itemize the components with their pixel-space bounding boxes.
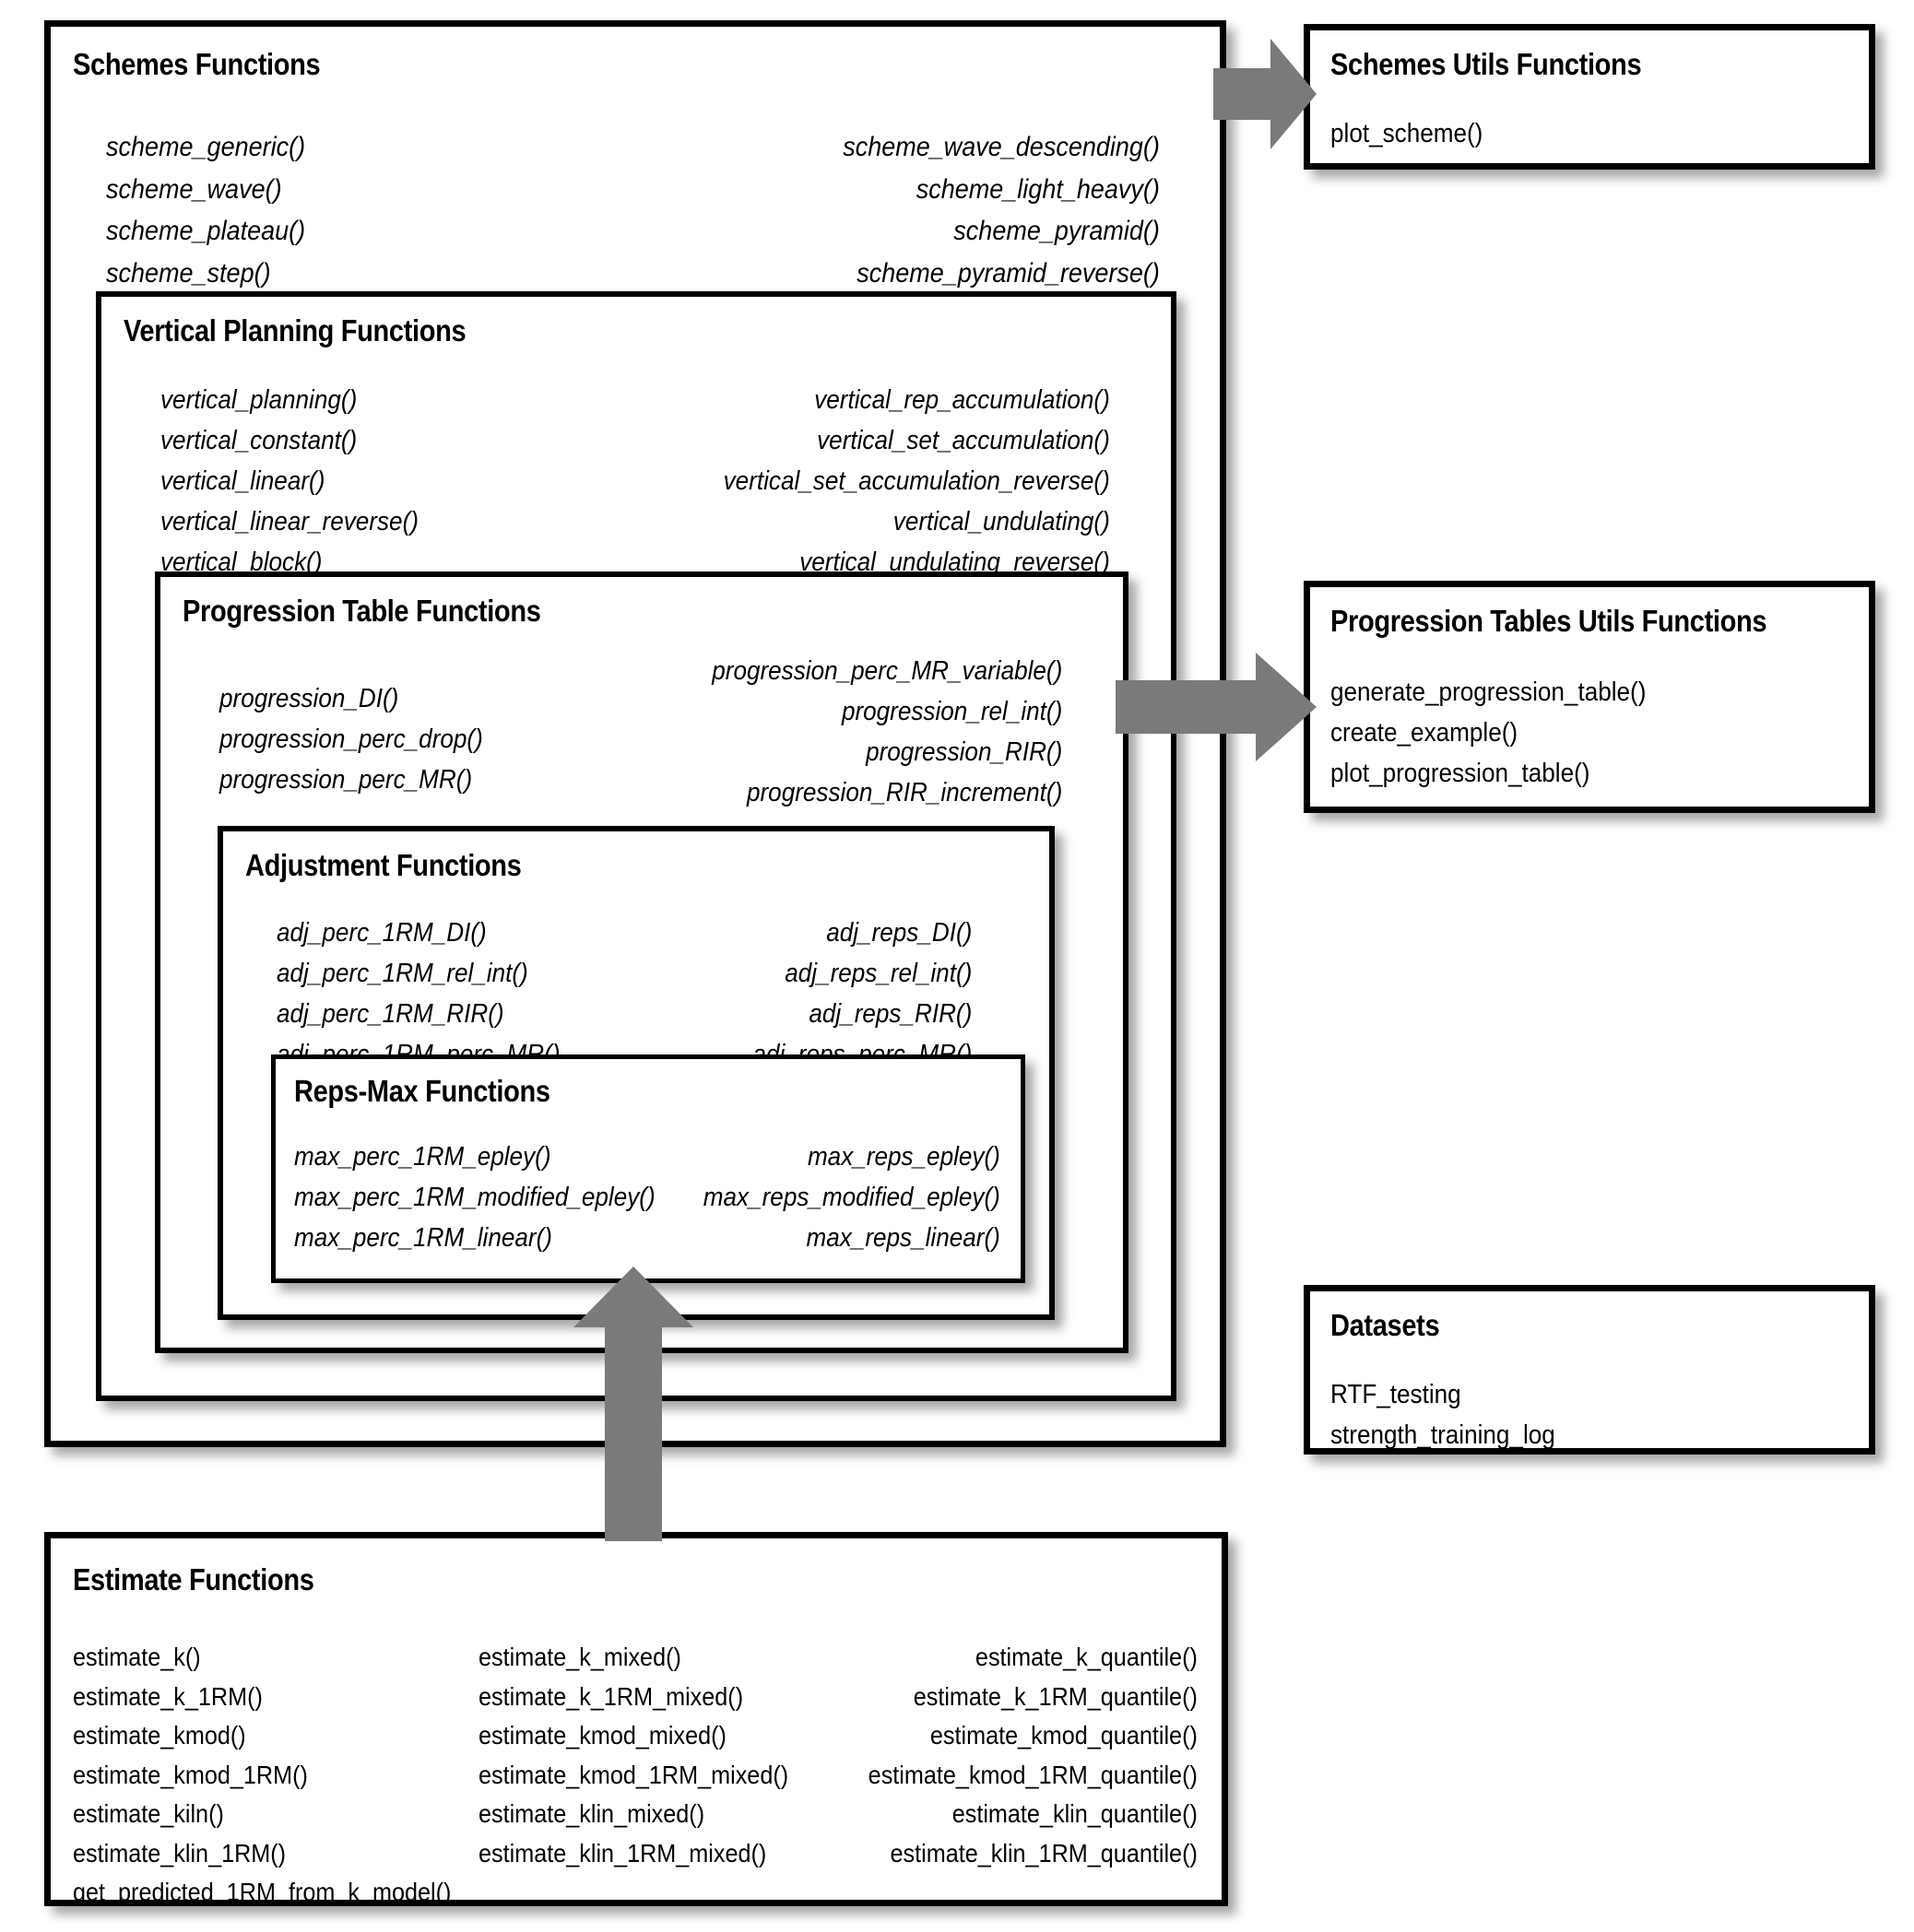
function-name: vertical_constant() — [160, 426, 358, 456]
reps-max-functions-box: Reps-Max Functions max_perc_1RM_epley() … — [271, 1054, 1025, 1283]
function-name: max_perc_1RM_linear() — [294, 1223, 552, 1254]
function-name: estimate_klin_quantile() — [951, 1799, 1198, 1829]
function-name: estimate_klin_1RM() — [73, 1838, 287, 1867]
function-name: estimate_k_quantile() — [975, 1643, 1198, 1671]
function-name: estimate_kmod_1RM_mixed() — [478, 1760, 789, 1789]
function-name: vertical_planning() — [160, 385, 358, 415]
function-name: estimate_k_1RM() — [73, 1681, 263, 1711]
function-name: get_predicted_1RM_from_k_model() — [73, 1878, 452, 1907]
progression-tables-utils-functions-title: Progression Tables Utils Functions — [1330, 604, 1767, 638]
schemes-utils-items: plot_scheme() — [1330, 113, 1500, 154]
function-name: estimate_kmod_1RM_quantile() — [868, 1760, 1198, 1789]
function-name: max_reps_epley() — [808, 1142, 1000, 1172]
function-name: adj_reps_RIR() — [809, 999, 972, 1030]
function-name: adj_perc_1RM_rel_int() — [277, 959, 528, 989]
dataset-name: RTF_testing — [1330, 1380, 1461, 1409]
function-name: progression_RIR() — [865, 737, 1062, 768]
function-name: estimate_klin_mixed() — [478, 1799, 705, 1829]
function-name: vertical_linear() — [160, 466, 325, 497]
function-name: adj_perc_1RM_DI() — [277, 918, 487, 948]
estimate-column-3: estimate_k_quantile() estimate_k_1RM_qua… — [832, 1638, 1198, 1873]
progression-table-left-column: progression_DI() progression_perc_drop()… — [219, 678, 513, 800]
function-name: estimate_klin_1RM_quantile() — [890, 1838, 1198, 1867]
function-name: scheme_wave_descending() — [843, 132, 1160, 162]
reps-max-right-column: max_reps_epley() max_reps_modified_epley… — [670, 1137, 1000, 1258]
function-name: scheme_wave() — [106, 173, 282, 205]
schemes-functions-right-column: scheme_wave_descending() scheme_light_he… — [808, 126, 1160, 336]
function-name: progression_perc_drop() — [219, 724, 483, 755]
progression-tables-utils-items: generate_progression_table() create_exam… — [1330, 672, 1681, 794]
estimate-functions-box: Estimate Functions estimate_k() estimate… — [44, 1532, 1228, 1906]
arrow-estimate-to-reps-max — [573, 1266, 693, 1541]
arrow-schemes-to-schemes-utils — [1213, 31, 1317, 157]
function-name: max_perc_1RM_epley() — [294, 1142, 551, 1172]
estimate-column-2: estimate_k_mixed() estimate_k_1RM_mixed(… — [478, 1638, 822, 1873]
function-name: estimate_kmod_mixed() — [478, 1721, 727, 1750]
function-name: scheme_step() — [106, 257, 271, 289]
progression-table-functions-title: Progression Table Functions — [183, 594, 541, 628]
function-name: plot_progression_table() — [1330, 759, 1590, 789]
function-name: vertical_linear_reverse() — [160, 507, 419, 537]
adjustment-functions-title: Adjustment Functions — [245, 848, 522, 882]
schemes-utils-functions-box: Schemes Utils Functions plot_scheme() — [1304, 24, 1875, 170]
function-name: scheme_generic() — [106, 132, 306, 162]
function-name: estimate_klin_1RM_mixed() — [478, 1838, 767, 1867]
progression-table-right-column: progression_perc_MR_variable() progressi… — [673, 651, 1062, 813]
function-name: vertical_rep_accumulation() — [814, 385, 1110, 415]
function-name: vertical_set_accumulation() — [817, 426, 1110, 456]
datasets-box: Datasets RTF_testing strength_training_l… — [1304, 1285, 1875, 1455]
schemes-utils-functions-title: Schemes Utils Functions — [1330, 47, 1642, 81]
function-name: estimate_kmod_1RM() — [73, 1760, 308, 1789]
datasets-items: RTF_testing strength_training_log — [1330, 1374, 1580, 1455]
function-name: adj_reps_DI() — [825, 918, 972, 948]
adjustment-right-column: adj_reps_DI() adj_reps_rel_int() adj_rep… — [728, 913, 972, 1075]
function-name: plot_scheme() — [1330, 119, 1483, 148]
function-name: vertical_set_accumulation_reverse() — [723, 466, 1110, 497]
function-name: adj_reps_rel_int() — [784, 959, 972, 989]
progression-tables-utils-functions-box: Progression Tables Utils Functions gener… — [1304, 581, 1875, 813]
function-name: max_perc_1RM_modified_epley() — [294, 1183, 656, 1213]
function-name: estimate_kmod() — [73, 1721, 246, 1750]
function-name: scheme_plateau() — [106, 216, 306, 247]
function-name: create_example() — [1330, 718, 1518, 748]
function-name: scheme_light_heavy() — [916, 173, 1160, 205]
function-name: progression_DI() — [219, 684, 399, 713]
function-name: progression_perc_MR_variable() — [711, 656, 1062, 686]
function-name: estimate_kmod_quantile() — [930, 1721, 1198, 1750]
function-name: scheme_pyramid_reverse() — [857, 257, 1160, 289]
function-name: progression_perc_MR() — [219, 765, 473, 795]
function-name: estimate_k_1RM_mixed() — [478, 1681, 744, 1711]
function-name: generate_progression_table() — [1330, 677, 1647, 707]
function-name: scheme_pyramid() — [953, 216, 1160, 247]
schemes-functions-title: Schemes Functions — [73, 47, 321, 81]
reps-max-functions-title: Reps-Max Functions — [294, 1074, 550, 1108]
function-name: max_reps_modified_epley() — [703, 1183, 1000, 1213]
function-name: adj_perc_1RM_RIR() — [277, 999, 504, 1030]
reps-max-left-column: max_perc_1RM_epley() max_perc_1RM_modifi… — [294, 1137, 695, 1258]
arrow-progression-table-to-utils — [1116, 651, 1317, 763]
function-name: estimate_k_1RM_quantile() — [913, 1681, 1198, 1711]
function-name: progression_rel_int() — [841, 697, 1062, 727]
function-name: estimate_kiln() — [73, 1799, 224, 1829]
function-name: max_reps_linear() — [806, 1223, 1000, 1254]
vertical-planning-functions-title: Vertical Planning Functions — [124, 313, 467, 348]
function-name: estimate_k_mixed() — [478, 1643, 681, 1671]
function-name: estimate_k() — [73, 1643, 201, 1671]
function-name: vertical_undulating() — [892, 507, 1110, 537]
estimate-functions-title: Estimate Functions — [73, 1562, 314, 1596]
dataset-name: strength_training_log — [1330, 1420, 1555, 1451]
function-name: progression_RIR_increment() — [746, 778, 1062, 808]
datasets-title: Datasets — [1330, 1308, 1440, 1342]
estimate-column-1: estimate_k() estimate_k_1RM() estimate_k… — [73, 1638, 493, 1913]
adjustment-left-column: adj_perc_1RM_DI() adj_perc_1RM_rel_int()… — [277, 913, 592, 1075]
